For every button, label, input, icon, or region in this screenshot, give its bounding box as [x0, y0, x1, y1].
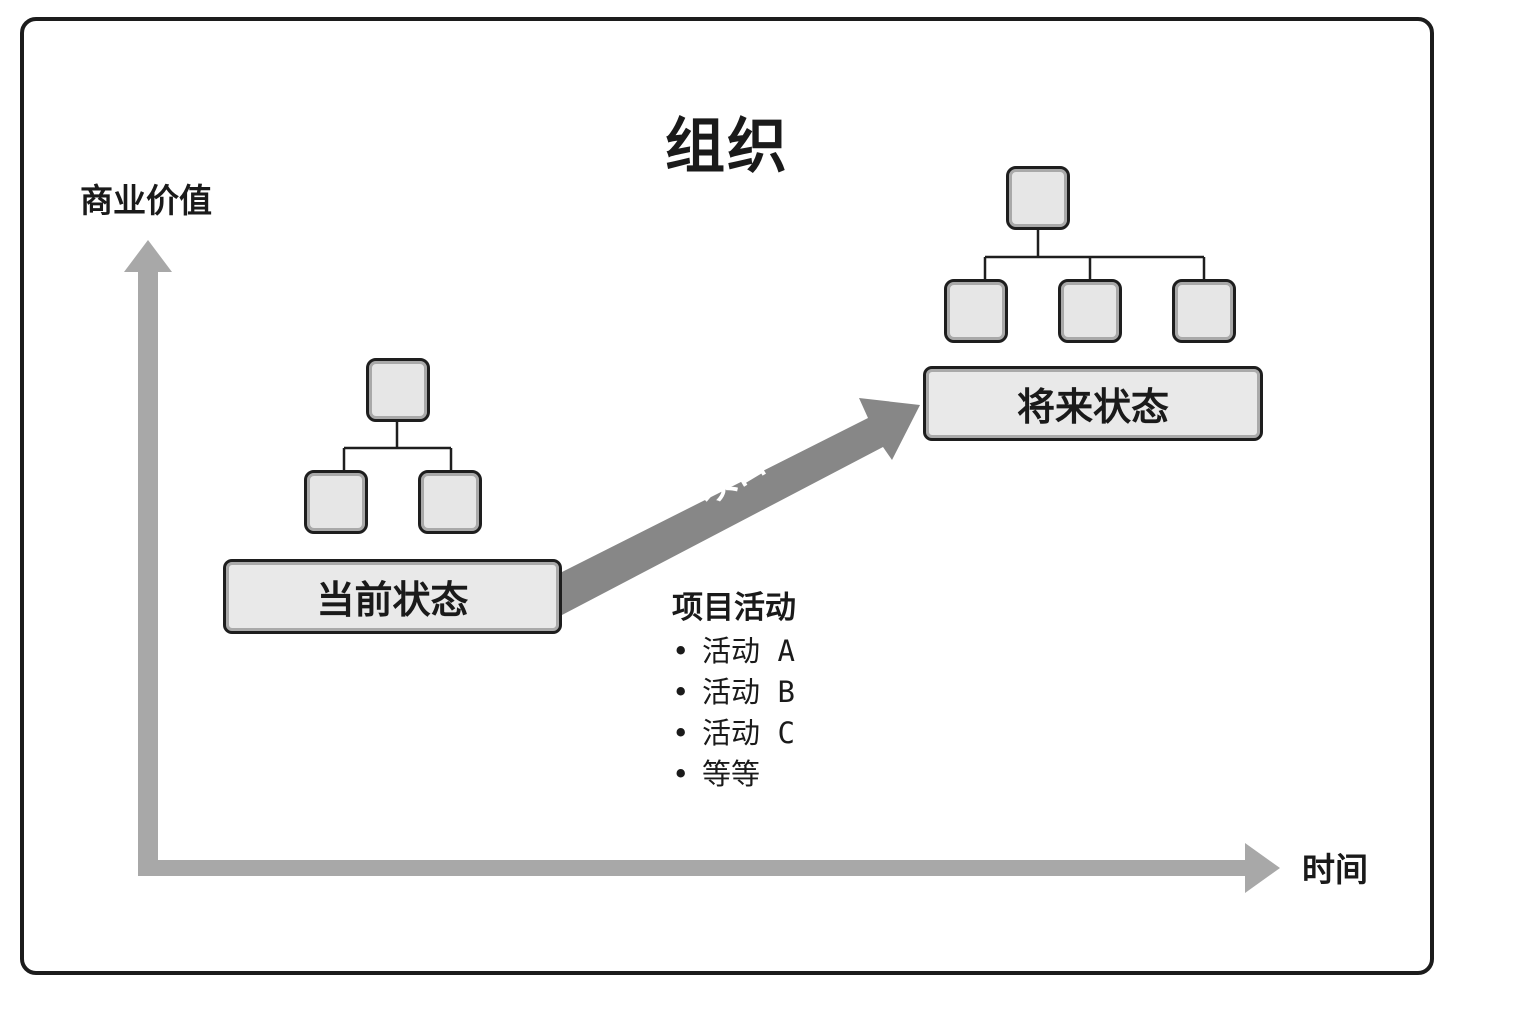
bullet-icon: • [672, 716, 690, 750]
activity-label: 活动 A [702, 634, 795, 668]
current-org-top-node [366, 358, 430, 422]
y-axis-label: 商业价值 [80, 181, 212, 220]
activity-label: 等等 [702, 757, 761, 791]
current-org-connectors [342, 418, 453, 472]
diagram-frame [20, 17, 1434, 975]
future-org-child-node [1172, 279, 1236, 343]
activity-label: 活动 C [702, 716, 795, 750]
project-arrow [562, 398, 920, 615]
current-org-child-node [418, 470, 482, 534]
current-org-child-node [304, 470, 368, 534]
x-axis-arrow [140, 843, 1280, 893]
future-org-child-node [944, 279, 1008, 343]
future-org-top-node [1006, 166, 1070, 230]
list-item: • 活动 C [672, 713, 796, 754]
project-activities: 项目活动 • 活动 A • 活动 B • 活动 C • 等等 [672, 582, 796, 795]
y-axis-arrow [124, 240, 172, 876]
bullet-icon: • [672, 757, 690, 791]
current-state-box: 当前状态 [223, 559, 562, 634]
activities-list: • 活动 A • 活动 B • 活动 C • 等等 [672, 631, 796, 795]
bullet-icon: • [672, 675, 690, 709]
future-state-box: 将来状态 [923, 366, 1263, 441]
list-item: • 活动 B [672, 672, 796, 713]
x-axis-label: 时间 [1302, 850, 1368, 889]
bullet-icon: • [672, 634, 690, 668]
list-item: • 活动 A [672, 631, 796, 672]
future-org-child-node [1058, 279, 1122, 343]
list-item: • 等等 [672, 754, 796, 795]
activity-label: 活动 B [702, 675, 795, 709]
diagram-title: 组织 [665, 112, 789, 183]
future-org-connectors [983, 227, 1206, 281]
activities-heading: 项目活动 [672, 590, 796, 626]
